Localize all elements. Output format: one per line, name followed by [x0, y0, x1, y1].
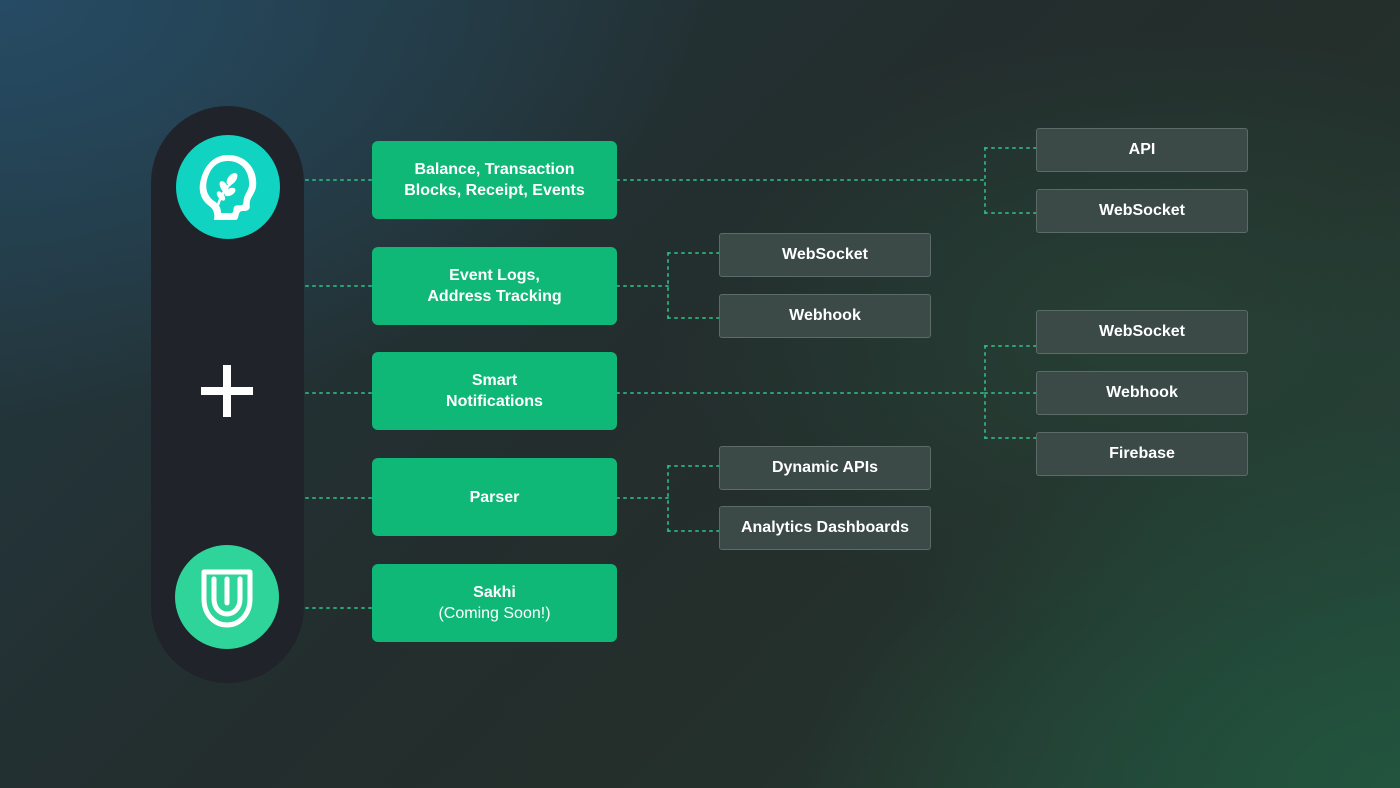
feature-label-line2: Notifications — [446, 393, 543, 410]
output-websocket: WebSocket — [1036, 189, 1248, 233]
feature-smart-notifications: Smart Notifications — [372, 352, 617, 430]
output-websocket: WebSocket — [719, 233, 931, 277]
feature-sakhi: Sakhi (Coming Soon!) — [372, 564, 617, 642]
output-dynamic-apis: Dynamic APIs — [719, 446, 931, 490]
feature-parser: Parser — [372, 458, 617, 536]
output-api: API — [1036, 128, 1248, 172]
feature-label-line1: Parser — [469, 488, 520, 506]
feature-label-line1: Sakhi — [473, 584, 516, 601]
feature-label-line2: Blocks, Receipt, Events — [404, 182, 585, 199]
u-shield-icon — [201, 569, 253, 628]
feature-label-line2: Address Tracking — [427, 288, 562, 305]
feature-balance-transaction: Balance, Transaction Blocks, Receipt, Ev… — [372, 141, 617, 219]
head-leaf-icon — [199, 155, 257, 220]
feature-label-line1: Smart — [471, 372, 518, 389]
output-webhook: Webhook — [1036, 371, 1248, 415]
output-firebase: Firebase — [1036, 432, 1248, 476]
output-webhook: Webhook — [719, 294, 931, 338]
covalent-head-logo-icon — [176, 135, 280, 239]
plus-icon — [201, 365, 253, 417]
feature-label-line1: Balance, Transaction — [414, 161, 575, 178]
feature-event-logs: Event Logs, Address Tracking — [372, 247, 617, 325]
feature-label-line2: (Coming Soon!) — [438, 605, 551, 622]
feature-label-line1: Event Logs, — [449, 267, 540, 284]
unmarshal-logo-icon — [175, 545, 279, 649]
output-analytics-dashboards: Analytics Dashboards — [719, 506, 931, 550]
output-websocket: WebSocket — [1036, 310, 1248, 354]
